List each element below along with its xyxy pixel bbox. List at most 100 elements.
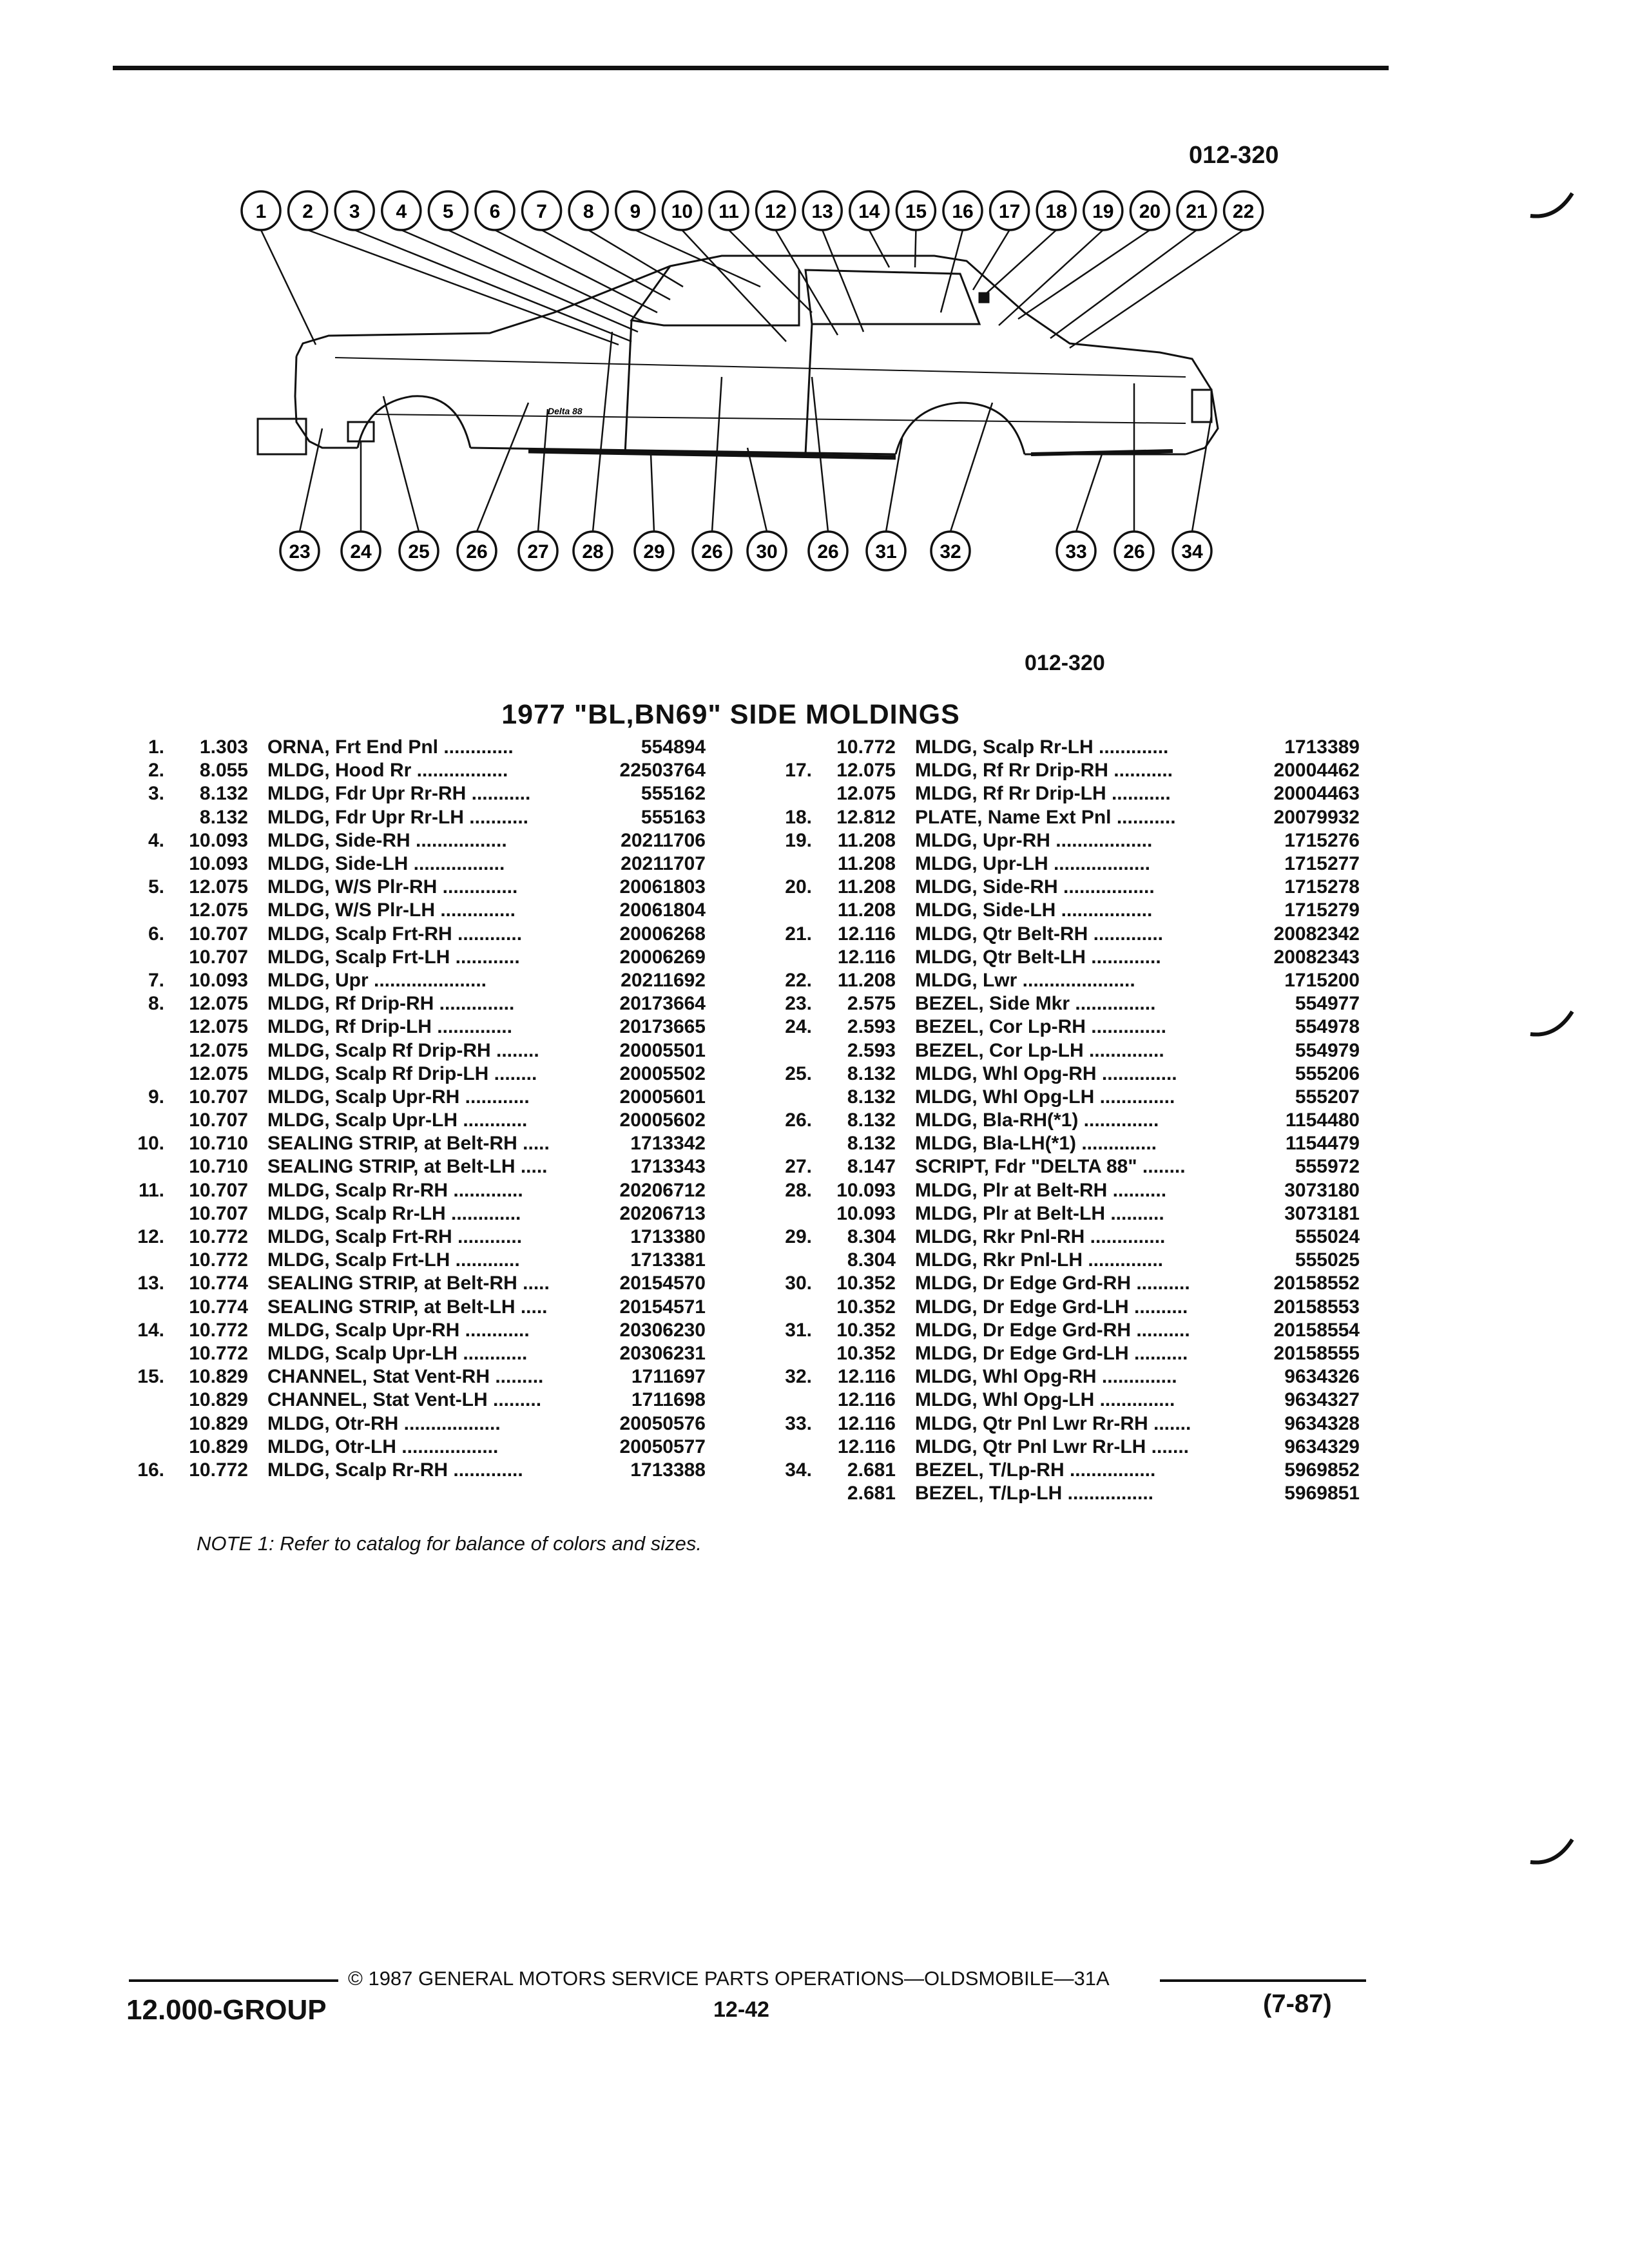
group-number: 10.707 [189,1202,248,1224]
footer-rule-left [129,1979,338,1982]
group-number: 10.707 [189,1086,248,1108]
item-number: 13. [137,1273,164,1294]
group-number: 10.772 [189,1342,248,1364]
group-number: 12.075 [189,1062,248,1084]
group-number: 10.829 [189,1366,248,1388]
part-description: MLDG, W/S Plr-RH .............. [267,876,518,898]
group-number: 10.829 [189,1412,248,1434]
leader-line [972,229,1010,291]
part-number: 5969851 [1284,1483,1360,1504]
group-number: 10.707 [189,923,248,945]
part-number: 20211707 [621,853,706,875]
part-description: MLDG, Upr-LH .................. [915,853,1150,875]
footer-date: (7-87) [1263,1990,1332,2018]
part-number: 20082342 [1273,923,1360,945]
part-description: MLDG, Upr ..................... [267,969,487,991]
footnote: NOTE 1: Refer to catalog for balance of … [197,1532,702,1555]
group-number: 10.772 [189,1459,248,1481]
item-number: 4. [148,829,164,851]
callout-label: 20 [1139,201,1161,222]
callout-label: 10 [671,201,693,222]
part-number: 20211706 [621,829,706,851]
part-number: 20004462 [1273,760,1360,782]
part-description: MLDG, Qtr Pnl Lwr Rr-LH ....... [915,1436,1189,1457]
part-number: 554979 [1295,1039,1360,1061]
callout-circle [802,190,843,231]
part-number: 1713342 [630,1133,706,1155]
car-script: Delta 88 [548,406,583,416]
part-description: MLDG, Dr Edge Grd-LH .......... [915,1342,1188,1364]
part-description: SEALING STRIP, at Belt-LH ..... [267,1156,548,1178]
figure-code: 012-320 [1189,142,1279,169]
group-number: 12.075 [189,1016,248,1038]
callout-label: 11 [718,201,739,222]
part-number: 9634326 [1284,1366,1360,1388]
part-description: MLDG, Whl Opg-RH .............. [915,1366,1177,1388]
group-number: 12.116 [837,946,896,968]
group-number: 8.132 [847,1086,896,1108]
group-number: 12.075 [189,993,248,1015]
group-number: 8.132 [847,1133,896,1155]
part-number: 20061804 [619,899,706,921]
leader-line [494,229,658,314]
item-number: 29. [785,1226,812,1248]
part-description: MLDG, Scalp Upr-RH ............ [267,1319,530,1341]
part-number: 20050576 [619,1412,706,1434]
item-number: 24. [785,1016,812,1038]
part-number: 555972 [1295,1156,1360,1178]
part-description: BEZEL, Side Mkr ............... [915,993,1156,1015]
part-number: 1154480 [1285,1110,1360,1131]
part-number: 555207 [1295,1086,1360,1108]
group-number: 11.208 [837,899,896,921]
part-number: 20005501 [619,1039,706,1061]
group-number: 8.132 [847,1062,896,1084]
part-number: 555024 [1295,1226,1360,1248]
footer-page-number: 12-42 [713,1997,769,2022]
part-description: MLDG, Scalp Upr-RH ............ [267,1086,530,1108]
callout-label: 28 [582,541,603,562]
leader-line [1050,229,1197,340]
part-number: 20154570 [619,1273,706,1294]
part-description: CHANNEL, Stat Vent-LH ......... [267,1389,542,1411]
part-description: MLDG, Scalp Rr-LH ............. [267,1202,521,1224]
callout-label: 7 [536,201,547,222]
part-description: MLDG, Bla-RH(*1) .............. [915,1110,1159,1131]
group-number: 10.829 [189,1436,248,1457]
item-number: 5. [148,876,164,898]
leader-line [635,229,761,288]
callout-label: 19 [1092,201,1113,222]
leader-line [447,229,645,323]
part-number: 1713389 [1284,736,1360,758]
part-description: MLDG, Rf Rr Drip-RH ........... [915,760,1173,782]
item-number: 2. [148,760,164,782]
part-description: MLDG, Lwr ..................... [915,969,1135,991]
group-number: 10.772 [836,736,896,758]
item-number: 8. [148,993,164,1015]
part-number: 20082343 [1273,946,1360,968]
callout-label: 4 [396,201,407,222]
part-number: 1713381 [630,1249,706,1271]
callout-label: 14 [858,201,880,222]
part-number: 554978 [1295,1016,1360,1038]
item-number: 9. [148,1086,164,1108]
group-number: 11.208 [837,853,896,875]
binding-mark [1530,1838,1574,1865]
group-number: 12.075 [189,1039,248,1061]
item-number: 3. [148,783,164,805]
